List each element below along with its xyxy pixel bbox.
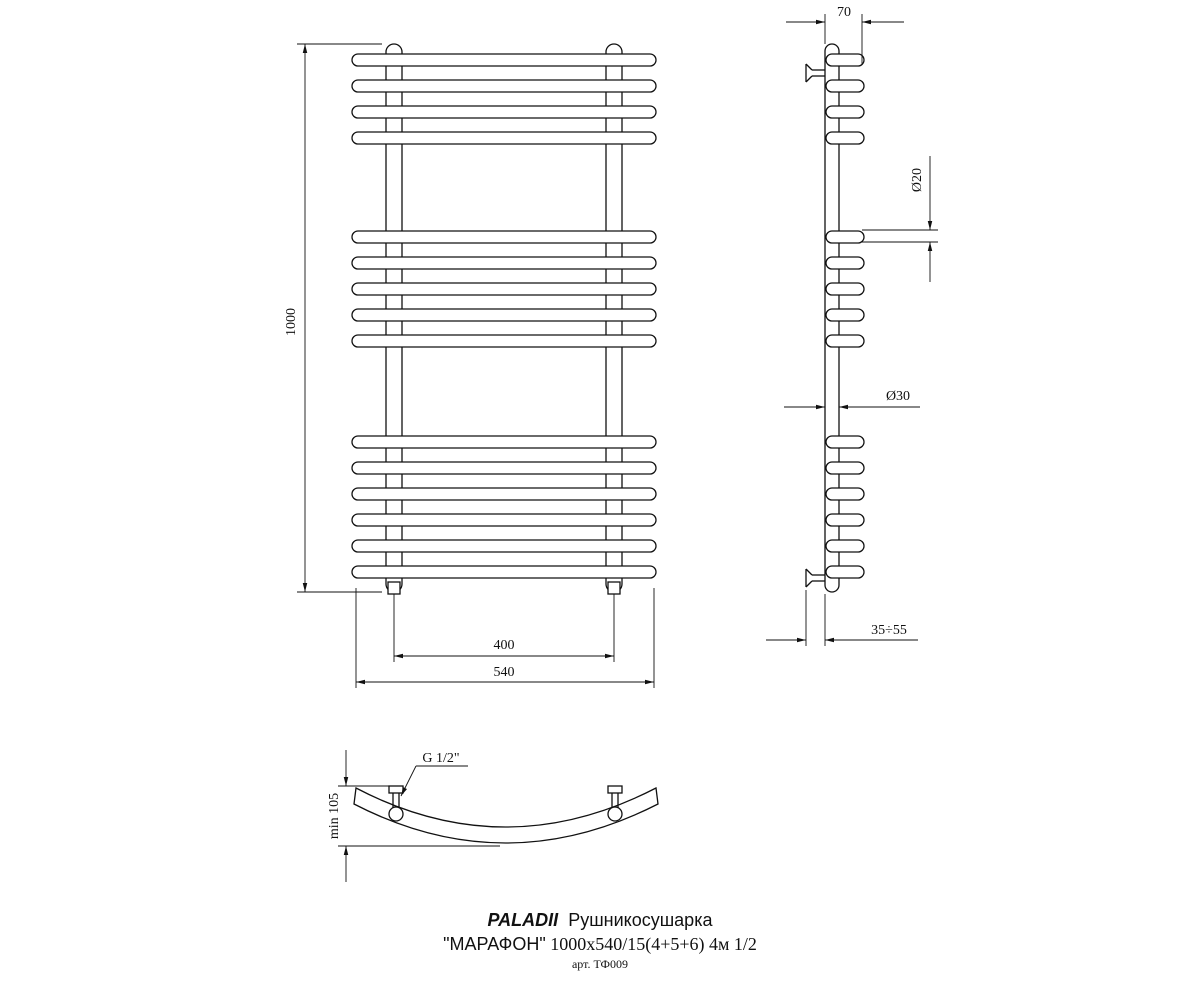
towel-bar — [351, 79, 657, 93]
towel-bar — [351, 539, 657, 553]
towel-bar — [351, 435, 657, 449]
thread-leader — [400, 765, 468, 797]
title-line-2: "МАРАФОН" 1000х540/15(4+5+6) 4м 1/2 — [300, 932, 900, 956]
top-view — [353, 785, 659, 844]
side-bar — [825, 79, 865, 93]
top-wall-bracket — [805, 63, 825, 83]
towel-bar — [351, 308, 657, 322]
side-bar — [825, 435, 865, 449]
right-connection — [607, 581, 621, 595]
side-bar — [825, 131, 865, 145]
curved-bar — [353, 786, 659, 844]
side-bar — [825, 461, 865, 475]
wall-distance-label: 35÷55 — [871, 623, 907, 638]
title-block: PALADII Рушникосушарка "МАРАФОН" 1000х54… — [300, 908, 900, 972]
side-bar — [825, 513, 865, 527]
bar-diameter-dimension — [862, 156, 938, 282]
bar-diameter-label: Ø20 — [910, 168, 925, 192]
right-connection-ring — [607, 806, 623, 822]
left-connection-ring — [388, 806, 404, 822]
model-spec: 1000х540/15(4+5+6) 4м 1/2 — [550, 934, 757, 954]
side-view — [805, 43, 865, 593]
right-wall-nut — [607, 785, 623, 794]
front-view — [351, 43, 657, 595]
towel-bar — [351, 334, 657, 348]
post-diameter-label: Ø30 — [886, 389, 910, 404]
wall-distance-dimension — [766, 590, 918, 646]
width-dimensions — [355, 588, 655, 688]
side-bar — [825, 256, 865, 270]
towel-bar — [351, 461, 657, 475]
towel-bar — [351, 282, 657, 296]
left-wall-nut — [388, 785, 404, 794]
side-bar — [825, 230, 865, 244]
towel-bar — [351, 131, 657, 145]
side-bar — [825, 282, 865, 296]
front-bars — [351, 53, 657, 579]
side-bar — [825, 105, 865, 119]
title-line-1: PALADII Рушникосушарка — [300, 908, 900, 932]
article-number: арт. ТФ009 — [571, 957, 629, 971]
towel-bar — [351, 105, 657, 119]
left-connection — [387, 581, 401, 595]
min-depth-label: min 105 — [327, 793, 342, 839]
side-bar — [825, 487, 865, 501]
depth-dimension-label: 70 — [837, 5, 851, 20]
towel-bar — [351, 565, 657, 579]
bottom-wall-bracket — [805, 568, 825, 588]
side-bar — [825, 539, 865, 553]
side-bar — [825, 53, 865, 67]
side-bars — [825, 53, 865, 579]
total-width-label: 540 — [494, 665, 515, 680]
side-bar — [825, 565, 865, 579]
thread-label: G 1/2" — [422, 751, 459, 766]
towel-bar — [351, 230, 657, 244]
min-depth-dimension — [338, 750, 500, 882]
product-name: Рушникосушарка — [568, 910, 713, 930]
depth-dimension — [786, 14, 904, 64]
towel-bar — [351, 256, 657, 270]
side-bar — [825, 334, 865, 348]
towel-bar — [351, 53, 657, 67]
height-dimension-label: 1000 — [284, 308, 299, 336]
brand-name: PALADII — [487, 910, 559, 930]
towel-bar — [351, 513, 657, 527]
side-bar — [825, 308, 865, 322]
axis-width-label: 400 — [494, 638, 515, 653]
towel-bar — [351, 487, 657, 501]
model-name: "МАРАФОН" — [443, 934, 546, 954]
height-dimension — [297, 43, 382, 593]
